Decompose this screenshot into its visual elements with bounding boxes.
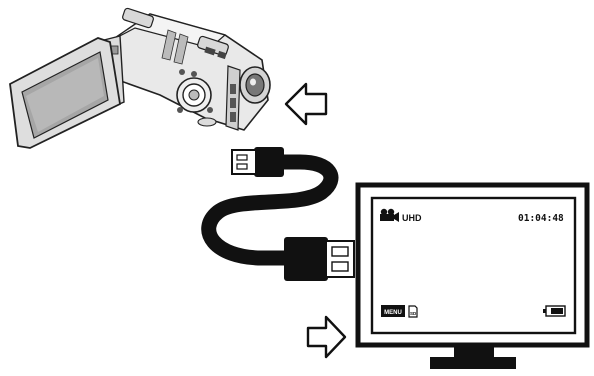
- camcorder: [9, 7, 271, 149]
- movie-camera-icon: [380, 208, 399, 222]
- tv-monitor: [355, 182, 590, 369]
- screen-hud: UHD 01:04:48 MENU SD: [380, 208, 566, 318]
- usb-connector-large: [284, 237, 328, 281]
- sd-card-icon: SD: [408, 305, 418, 318]
- tv-stand-base: [430, 357, 516, 369]
- recording-timer: 01:04:48: [518, 213, 564, 224]
- usb-connector-small: [254, 147, 284, 177]
- battery-icon: [543, 305, 566, 317]
- left-arrow-icon: [284, 82, 328, 126]
- tv-stand-neck: [454, 347, 494, 357]
- sd-label: SD: [410, 311, 417, 316]
- menu-label: MENU: [384, 310, 402, 316]
- menu-button[interactable]: MENU: [381, 305, 405, 317]
- usb-cable: [201, 147, 355, 281]
- right-arrow-icon: [306, 315, 347, 359]
- resolution-label: UHD: [402, 213, 422, 223]
